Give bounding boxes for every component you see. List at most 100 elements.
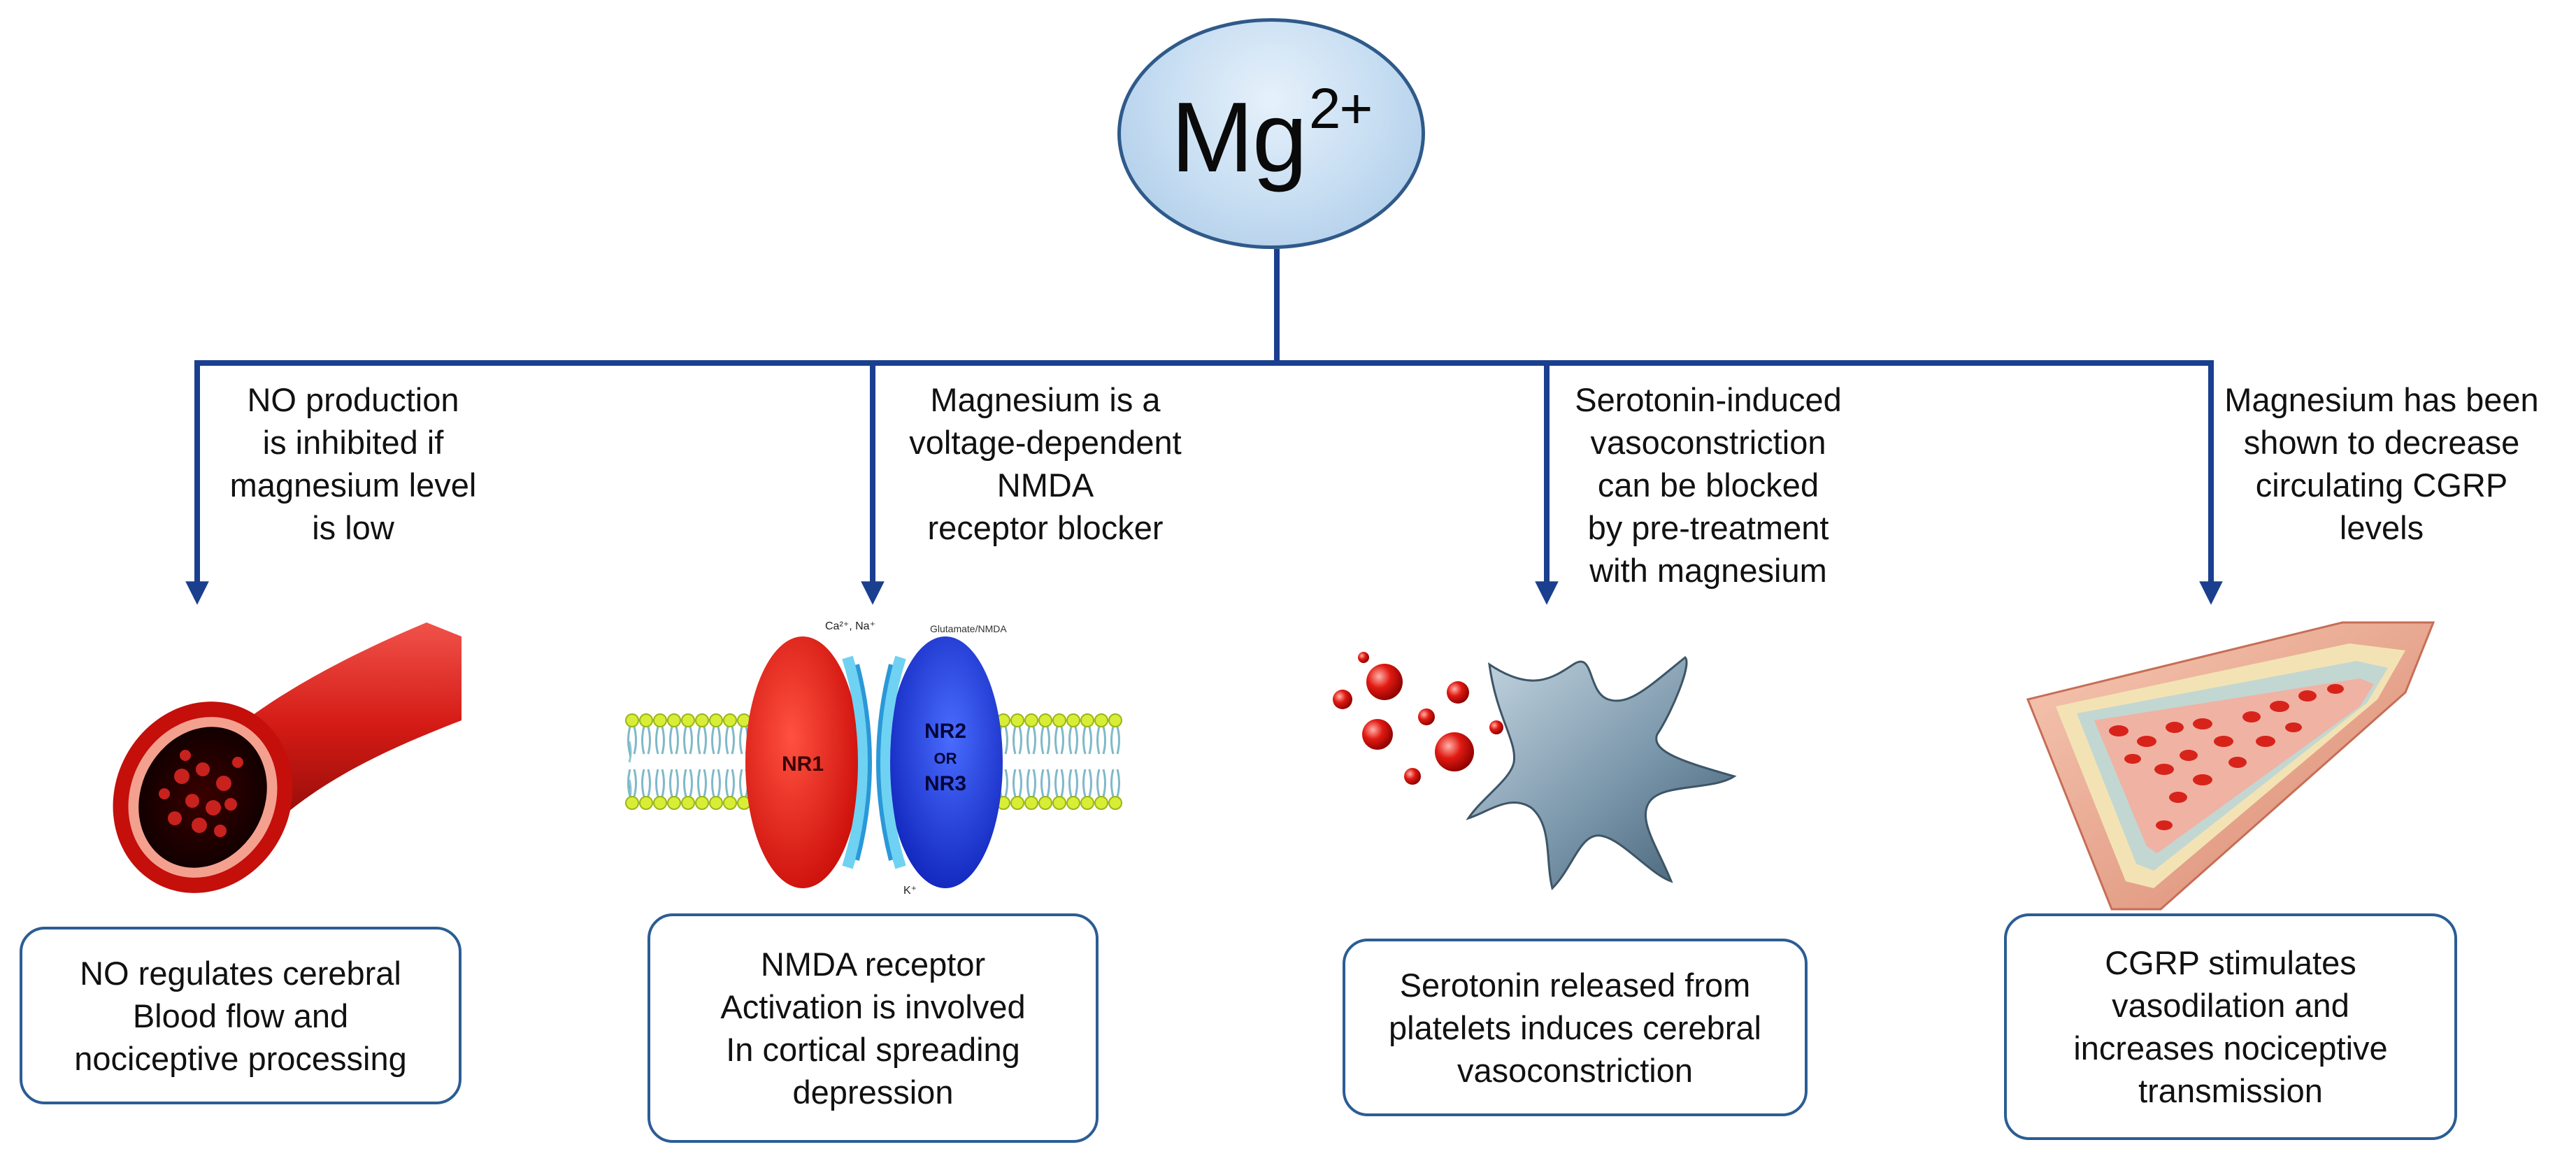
lipid-tail bbox=[627, 769, 637, 797]
branch-4-mechanism-line: circulating CGRP bbox=[2255, 466, 2508, 504]
lipid-tail bbox=[655, 726, 665, 755]
branch-2-result-box: NMDA receptor Activation is involved In … bbox=[647, 913, 1099, 1143]
branch-1-result-line: NO regulates cerebral bbox=[80, 954, 401, 992]
branch-1-result-line: nociceptive processing bbox=[74, 1039, 407, 1077]
branch-2-mechanism-text: Magnesium is a voltage-dependent NMDA re… bbox=[888, 378, 1203, 549]
lipid-tail bbox=[683, 726, 693, 755]
lipid-head bbox=[1094, 713, 1108, 727]
lipid-head bbox=[653, 713, 667, 727]
lipid-head bbox=[1010, 713, 1024, 727]
lipid-tail bbox=[1026, 769, 1036, 797]
lipid-tail bbox=[1026, 726, 1036, 755]
branch-3-result-line: vasoconstriction bbox=[1457, 1051, 1693, 1089]
branch-1-mechanism-line: NO production bbox=[247, 381, 459, 418]
nmda-receptor-illustration: NR1 NR2 OR NR3 Ca²⁺, Na⁺ Glutamate/NMDA … bbox=[625, 620, 1122, 897]
lipid-bilayer bbox=[625, 713, 1122, 810]
branch-2-result-line: NMDA receptor bbox=[760, 946, 986, 983]
branch-3-mechanism-line: with magnesium bbox=[1589, 552, 1827, 589]
serotonin-granules bbox=[1333, 652, 1503, 785]
lipid-tail bbox=[711, 769, 721, 797]
lipid-tail bbox=[641, 726, 651, 755]
branch-2-result-line: Activation is involved bbox=[720, 988, 1026, 1025]
lipid-head bbox=[1108, 713, 1122, 727]
lipid-tail bbox=[641, 769, 651, 797]
blood-vessel-illustration bbox=[113, 622, 461, 893]
lipid-tail bbox=[1012, 726, 1022, 755]
lipid-head bbox=[1066, 796, 1080, 810]
lipid-tail bbox=[1068, 726, 1078, 755]
lipid-tail bbox=[1096, 726, 1106, 755]
lipid-head bbox=[723, 713, 737, 727]
lipid-head bbox=[1108, 796, 1122, 810]
lipid-tail bbox=[697, 769, 707, 797]
lipid-head bbox=[625, 796, 639, 810]
branch-4-mechanism-line: Magnesium has been bbox=[2224, 381, 2539, 418]
lipid-tail bbox=[683, 769, 693, 797]
potassium-label: K⁺ bbox=[903, 885, 917, 897]
lipid-tail bbox=[1054, 726, 1064, 755]
red-blood-cells bbox=[2109, 684, 2344, 830]
branch-1-mechanism-line: magnesium level bbox=[229, 466, 477, 504]
root-superscript: 2+ bbox=[1308, 76, 1373, 141]
branch-4-result-line: transmission bbox=[2138, 1072, 2323, 1109]
branch-4-result-line: vasodilation and bbox=[2112, 987, 2349, 1024]
lipid-head bbox=[667, 796, 681, 810]
nr2-label: NR2 bbox=[924, 720, 966, 743]
branch-4-result-box: CGRP stimulates vasodilation and increas… bbox=[2004, 913, 2457, 1140]
branch-2-result-line: depression bbox=[792, 1074, 954, 1111]
lipid-tail bbox=[627, 726, 637, 755]
nr1-label: NR1 bbox=[782, 753, 824, 776]
branch-4-mechanism-line: levels bbox=[2339, 509, 2424, 546]
branch-2-mechanism-line: Magnesium is a bbox=[930, 381, 1161, 418]
lipid-head bbox=[681, 796, 695, 810]
lipid-tail bbox=[1012, 769, 1022, 797]
branch-2-result-line: In cortical spreading bbox=[726, 1031, 1020, 1068]
branch-3-result-line: platelets induces cerebral bbox=[1389, 1009, 1761, 1046]
lipid-tail bbox=[697, 726, 707, 755]
branch-4-mechanism-text: Magnesium has been shown to decrease cir… bbox=[2214, 378, 2549, 549]
lipid-head bbox=[1052, 796, 1066, 810]
lipid-head bbox=[1038, 796, 1052, 810]
branch-1-mechanism-line: is low bbox=[312, 509, 394, 546]
lipid-head bbox=[1052, 713, 1066, 727]
nr3-label: NR3 bbox=[924, 772, 966, 795]
lipid-head bbox=[667, 713, 681, 727]
lipid-head bbox=[1066, 713, 1080, 727]
branch-2-mechanism-line: voltage-dependent bbox=[909, 424, 1182, 461]
lipid-tail bbox=[1068, 769, 1078, 797]
lipid-head bbox=[709, 796, 723, 810]
lipid-head bbox=[695, 796, 709, 810]
branch-3-mechanism-text: Serotonin-induced vasoconstriction can b… bbox=[1551, 378, 1866, 592]
lipid-tail bbox=[1110, 769, 1120, 797]
branch-2-mechanism-line: receptor blocker bbox=[927, 509, 1164, 546]
branch-4-result-line: increases nociceptive bbox=[2073, 1030, 2388, 1067]
branch-3-result-box: Serotonin released from platelets induce… bbox=[1343, 939, 1808, 1116]
artery-cutaway-illustration bbox=[2026, 621, 2435, 911]
root-node-mg: Mg2+ bbox=[1117, 18, 1425, 249]
branch-3-mechanism-line: vasoconstriction bbox=[1590, 424, 1826, 461]
lipid-tail bbox=[1040, 769, 1050, 797]
lipid-head bbox=[1010, 796, 1024, 810]
branch-4-mechanism-line: shown to decrease bbox=[2243, 424, 2520, 461]
lipid-head bbox=[681, 713, 695, 727]
lipid-head bbox=[639, 713, 653, 727]
lipid-tail bbox=[1096, 769, 1106, 797]
lipid-head bbox=[1080, 796, 1094, 810]
lipid-head bbox=[639, 796, 653, 810]
lipid-tail bbox=[725, 726, 735, 755]
lipid-head bbox=[625, 713, 639, 727]
lipid-tail bbox=[669, 726, 679, 755]
nr1-subunit bbox=[745, 636, 860, 888]
lipid-tail bbox=[669, 769, 679, 797]
lipid-tail bbox=[725, 769, 735, 797]
lipid-head bbox=[653, 796, 667, 810]
lipid-head bbox=[695, 713, 709, 727]
branch-3-mechanism-line: by pre-treatment bbox=[1587, 509, 1829, 546]
lipid-head bbox=[1080, 713, 1094, 727]
branch-1-result-line: Blood flow and bbox=[132, 997, 349, 1034]
branch-2-mechanism-line: NMDA bbox=[996, 466, 1094, 504]
lipid-head bbox=[1024, 713, 1038, 727]
branch-4-result-line: CGRP stimulates bbox=[2105, 944, 2356, 981]
